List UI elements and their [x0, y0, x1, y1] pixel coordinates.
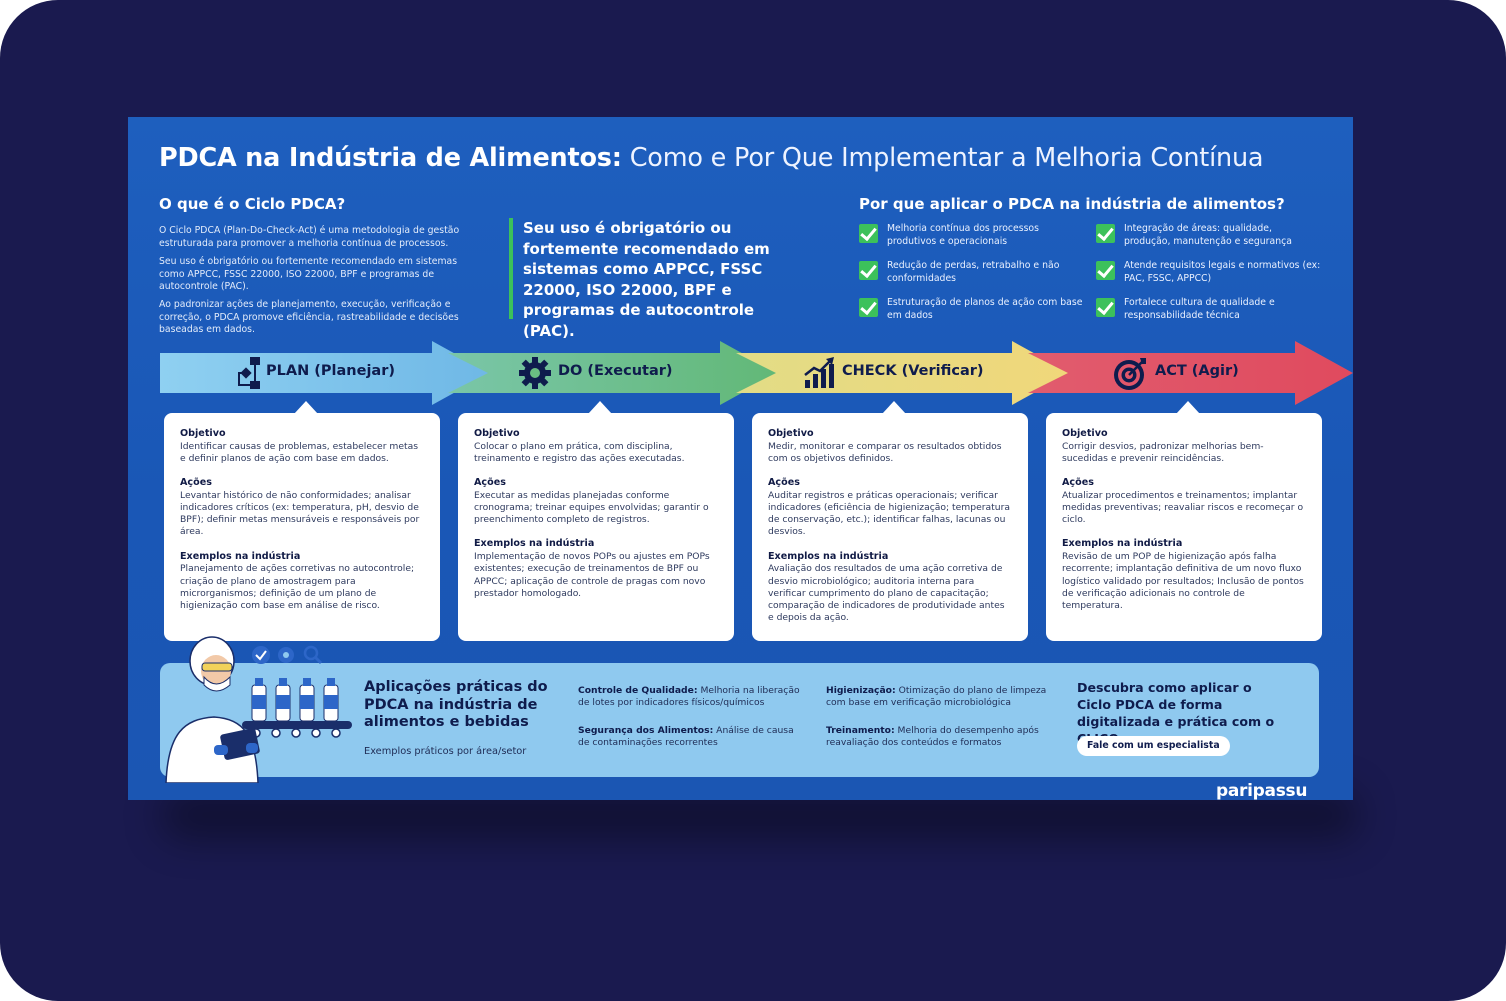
acoes-heading: Ações — [474, 477, 506, 489]
exemplos-heading: Exemplos na indústria — [180, 550, 301, 562]
plan-card: Objetivo Identificar causas de problemas… — [164, 401, 440, 641]
why-item-text: Fortalece cultura de qualidade e respons… — [1124, 297, 1275, 321]
do-card: Objetivo Colocar o plano em prática, com… — [458, 401, 734, 641]
application-text: Melhoria do desempenho após reavaliação … — [826, 725, 1039, 749]
plan-arrow: PLAN (Planejar) — [160, 341, 490, 405]
target-icon — [1114, 358, 1146, 390]
check-label: CHECK (Verificar) — [842, 363, 984, 379]
objetivo-text: Identificar causas de problemas, estabel… — [180, 440, 419, 464]
plan-arrow-shape — [160, 341, 490, 405]
intro-heading: O que é o Ciclo PDCA? — [159, 195, 346, 213]
why-item: Estruturação de planos de ação com base … — [859, 297, 1084, 322]
act-card: Objetivo Corrigir desvios, padronizar me… — [1046, 401, 1322, 641]
applications-subtitle: Exemplos práticos por área/setor — [364, 746, 527, 757]
title-light: Como e Por Que Implementar a Melhoria Co… — [621, 143, 1264, 173]
check-icon — [1096, 261, 1115, 280]
title-bold: PDCA na Indústria de Alimentos: — [159, 143, 622, 173]
exemplos-heading: Exemplos na indústria — [1062, 538, 1183, 550]
why-item: Redução de perdas, retrabalho e não conf… — [859, 260, 1084, 285]
acoes-heading: Ações — [180, 477, 212, 489]
objetivo-text: Medir, monitorar e comparar os resultado… — [768, 440, 1002, 464]
why-item-text: Redução de perdas, retrabalho e não conf… — [887, 260, 1060, 284]
exemplos-text: Revisão de um POP de higienização após f… — [1062, 550, 1304, 612]
act-arrow-shape — [1028, 341, 1353, 405]
application-item: Segurança dos Alimentos: Análise de caus… — [578, 725, 803, 750]
poster-title: PDCA na Indústria de Alimentos: Como e P… — [159, 143, 1264, 173]
objetivo-text: Corrigir desvios, padronizar melhorias b… — [1062, 440, 1264, 464]
why-heading: Por que aplicar o PDCA na indústria de a… — [859, 195, 1285, 213]
why-item: Fortalece cultura de qualidade e respons… — [1096, 297, 1321, 322]
objetivo-heading: Objetivo — [474, 428, 520, 439]
why-item-text: Estruturação de planos de ação com base … — [887, 297, 1083, 321]
objetivo-heading: Objetivo — [768, 428, 814, 439]
check-card: Objetivo Medir, monitorar e comparar os … — [752, 401, 1028, 641]
acoes-text: Auditar registros e práticas operacionai… — [768, 489, 1010, 538]
plan-label: PLAN (Planejar) — [266, 363, 395, 379]
acoes-text: Executar as medidas planejadas conforme … — [474, 489, 709, 526]
act-arrow: ACT (Agir) — [1028, 341, 1353, 405]
infographic-poster: PDCA na Indústria de Alimentos: Como e P… — [128, 117, 1353, 800]
do-label: DO (Executar) — [558, 363, 673, 379]
check-arrow-shape — [736, 341, 1070, 405]
applications-title: Aplicações práticas do PDCA na indústria… — [364, 679, 548, 730]
application-item: Controle de Qualidade: Melhoria na liber… — [578, 685, 803, 710]
exemplos-text: Implementação de novos POPs ou ajustes e… — [474, 550, 710, 599]
why-item: Melhoria contínua dos processos produtiv… — [859, 223, 1084, 248]
objetivo-text: Colocar o plano em prática, com discipli… — [474, 440, 685, 464]
application-text: Análise de causa de contaminações recorr… — [578, 725, 794, 749]
application-label: Segurança dos Alimentos: — [578, 725, 714, 736]
act-label: ACT (Agir) — [1155, 363, 1239, 379]
gear-icon — [519, 357, 551, 389]
application-item: Higienização: Otimização do plano de lim… — [826, 685, 1051, 710]
do-arrow-shape — [448, 341, 778, 405]
why-item: Integração de áreas: qualidade, produção… — [1096, 223, 1321, 248]
acoes-heading: Ações — [768, 477, 800, 489]
objetivo-heading: Objetivo — [180, 428, 226, 439]
objetivo-heading: Objetivo — [1062, 428, 1108, 439]
bar-chart-icon — [804, 357, 834, 388]
callout-quote: Seu uso é obrigatório ou fortemente reco… — [509, 218, 809, 340]
do-arrow: DO (Executar) — [448, 341, 778, 405]
acoes-text: Atualizar procedimentos e treinamentos; … — [1062, 489, 1304, 526]
food-worker-illustration — [165, 636, 352, 783]
cta-text: Descubra como aplicar o Ciclo PDCA de fo… — [1077, 680, 1275, 746]
why-item-text: Melhoria contínua dos processos produtiv… — [887, 223, 1039, 247]
applications-panel: Aplicações práticas do PDCA na indústria… — [160, 663, 1319, 777]
why-item: Atende requisitos legais e normativos (e… — [1096, 260, 1321, 285]
application-label: Treinamento: — [826, 725, 895, 736]
application-item: Treinamento: Melhoria do desempenho após… — [826, 725, 1051, 750]
application-text: Otimização do plano de limpeza com base … — [826, 685, 1047, 709]
check-icon — [859, 261, 878, 280]
check-icon — [1096, 224, 1115, 243]
flowchart-icon — [238, 357, 260, 389]
intro-paragraph-3: Ao padronizar ações de planejamento, exe… — [159, 299, 459, 335]
check-arrow: CHECK (Verificar) — [736, 341, 1070, 405]
exemplos-text: Avaliação dos resultados de uma ação cor… — [768, 563, 1005, 624]
application-label: Controle de Qualidade: — [578, 685, 698, 696]
exemplos-heading: Exemplos na indústria — [768, 550, 889, 562]
check-icon — [1096, 298, 1115, 317]
check-icon — [859, 224, 878, 243]
acoes-text: Levantar histórico de não conformidades;… — [180, 489, 420, 538]
why-item-text: Atende requisitos legais e normativos (e… — [1124, 260, 1321, 284]
contact-specialist-button[interactable]: Fale com um especialista — [1077, 736, 1230, 756]
acoes-heading: Ações — [1062, 477, 1094, 489]
application-label: Higienização: — [826, 685, 896, 696]
exemplos-heading: Exemplos na indústria — [474, 538, 595, 550]
check-icon — [859, 298, 878, 317]
intro-paragraph-1: O Ciclo PDCA (Plan-Do-Check-Act) é uma m… — [159, 225, 460, 249]
exemplos-text: Planejamento de ações corretivas no auto… — [180, 563, 415, 612]
application-text: Melhoria na liberação de lotes por indic… — [578, 685, 800, 709]
intro-paragraph-2: Seu uso é obrigatório ou fortemente reco… — [159, 256, 458, 292]
why-item-text: Integração de áreas: qualidade, produção… — [1124, 223, 1292, 247]
paripassu-logo: paripassu — [1216, 781, 1308, 800]
